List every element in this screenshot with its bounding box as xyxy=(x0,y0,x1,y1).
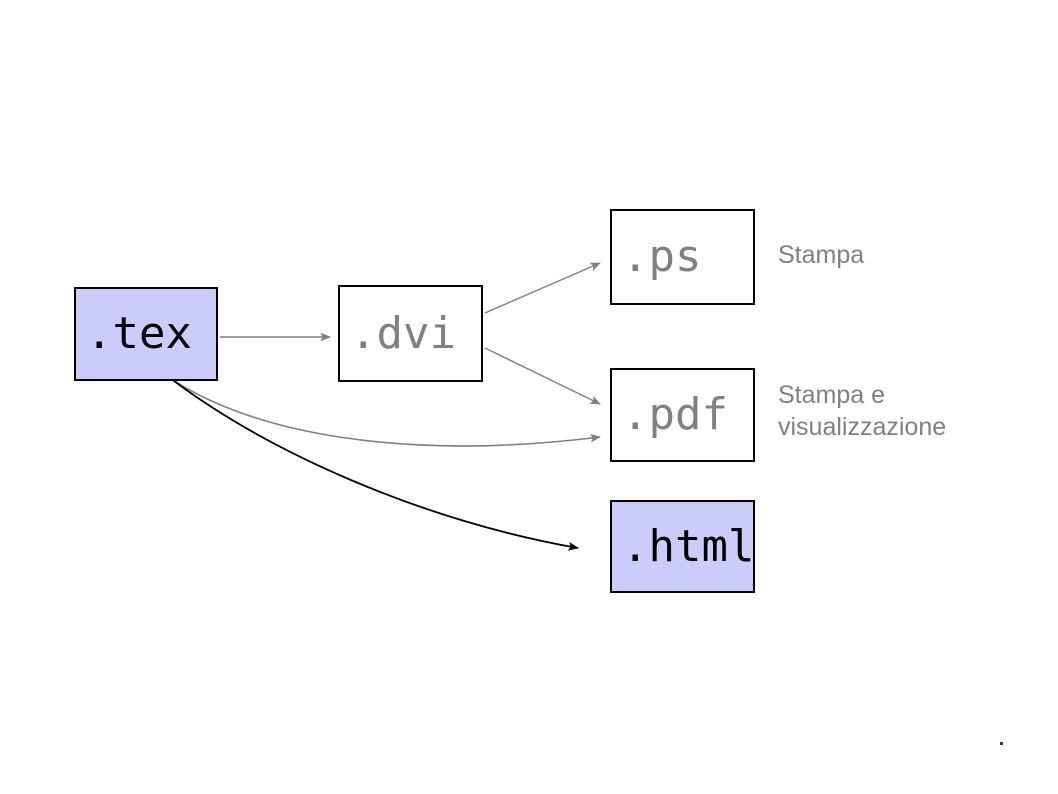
edge-tex-to-html xyxy=(169,377,579,551)
node-ps[interactable]: .ps xyxy=(610,209,755,305)
node-tex-label: .tex xyxy=(86,308,192,359)
node-ps-label: .ps xyxy=(622,231,702,282)
annotation-stampa-visualizzazione: Stampa e visualizzazione xyxy=(778,381,947,441)
corner-dot-artifact xyxy=(1000,742,1003,745)
node-pdf[interactable]: .pdf xyxy=(610,368,755,462)
node-html-label: .html xyxy=(622,520,755,572)
node-dvi-label: .dvi xyxy=(350,307,456,359)
edge-dvi-to-ps xyxy=(484,262,601,314)
node-dvi[interactable]: .dvi xyxy=(338,285,483,382)
annotation-stampa: Stampa xyxy=(778,241,865,269)
edge-tex-to-pdf xyxy=(169,377,601,447)
edge-dvi-to-pdf xyxy=(484,347,601,405)
node-html[interactable]: .html xyxy=(610,500,755,593)
node-tex[interactable]: .tex xyxy=(74,287,218,381)
node-pdf-label: .pdf xyxy=(622,389,728,440)
